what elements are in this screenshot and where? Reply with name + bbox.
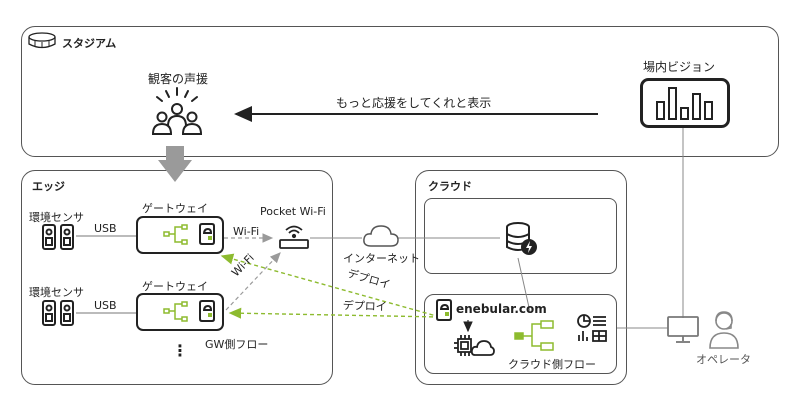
deploy-arrow-2 — [228, 307, 441, 319]
cheer-input-arrow — [158, 146, 192, 182]
pocket-wifi-label: Pocket Wi-Fi — [260, 205, 326, 218]
vision-label: 場内ビジョン — [643, 60, 716, 74]
edge-panel — [21, 170, 333, 385]
audience-icon — [151, 87, 203, 135]
gw-flow-label: GW側フロー — [205, 338, 269, 351]
usb-1-label: USB — [94, 222, 117, 235]
gateway-1-label: ゲートウェイ — [142, 202, 208, 215]
dashboard-icon — [577, 314, 607, 342]
stadium-label: スタジアム — [62, 37, 117, 50]
deploy-2-label: デプロイ — [342, 298, 387, 314]
enebular-logo-icon — [199, 223, 215, 245]
deploy-arrow-1 — [220, 253, 441, 318]
sensor-1-label: 環境センサ — [29, 211, 84, 224]
monitor-icon — [667, 316, 699, 343]
enebular-label[interactable]: enebular.com — [456, 302, 547, 316]
edge-label: エッジ — [32, 180, 65, 193]
chip-cloud-icon — [454, 335, 495, 356]
display-message: もっと応援をしてくれと表示 — [336, 96, 492, 110]
cloud-label: クラウド — [428, 180, 472, 193]
database-icon — [506, 222, 537, 255]
router-icon — [279, 225, 309, 249]
sensor-icon — [42, 224, 74, 250]
audience-label: 観客の声援 — [148, 72, 209, 86]
gateway-2-label: ゲートウェイ — [142, 280, 208, 293]
more-gateways-ellipsis: ⋮ — [172, 341, 188, 360]
flow-icon — [163, 301, 188, 322]
operator-label: オペレータ — [696, 353, 751, 366]
enebular-logo-icon — [199, 300, 215, 322]
sensor-2-label: 環境センサ — [29, 286, 84, 299]
wifi-link-2 — [225, 252, 281, 311]
sensor-icon — [42, 300, 74, 326]
wifi-1-label: Wi-Fi — [233, 225, 260, 238]
flow-icon — [163, 224, 188, 245]
internet-label: インターネット — [343, 252, 420, 265]
flow-icon — [514, 320, 554, 351]
cloud-flow-label: クラウド側フロー — [508, 358, 596, 371]
usb-2-label: USB — [94, 299, 117, 312]
cloud-icon — [363, 225, 399, 247]
stadium-icon — [28, 32, 56, 49]
enebular-logo-icon — [436, 299, 452, 321]
vision-bar-chart-icon — [640, 78, 730, 128]
operator-icon — [709, 311, 739, 349]
